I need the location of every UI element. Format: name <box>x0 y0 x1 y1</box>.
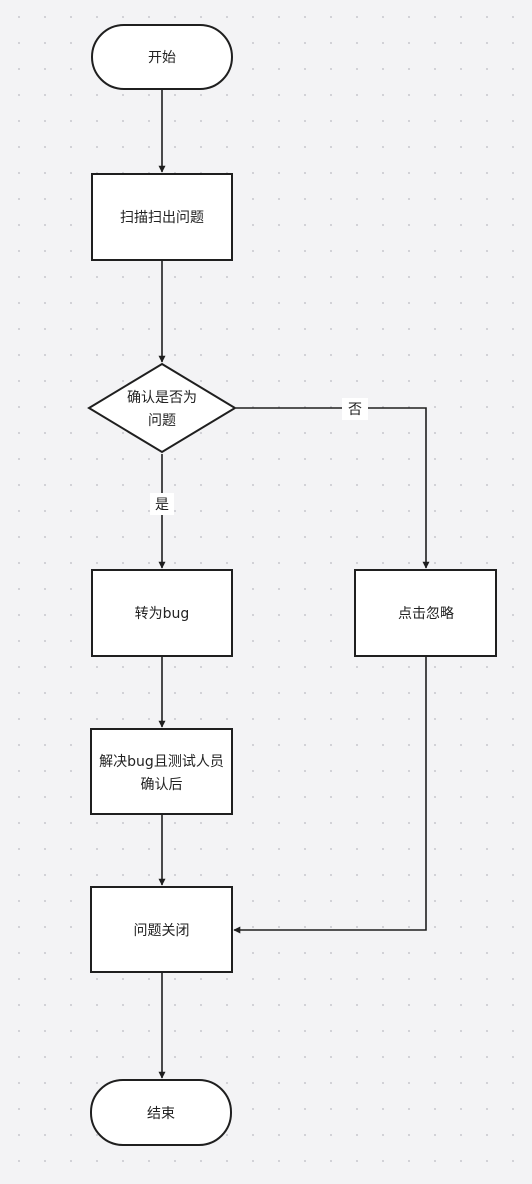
node-scan[interactable]: 扫描扫出问题 <box>91 173 233 261</box>
edge-label-no: 否 <box>342 398 368 420</box>
node-resolve-label-line-2: 确认后 <box>141 777 183 793</box>
node-close[interactable]: 问题关闭 <box>90 886 233 973</box>
edge-decision-to-ignore <box>236 407 430 569</box>
edges <box>158 90 430 1079</box>
node-scan-label: 扫描扫出问题 <box>120 210 204 226</box>
edge-label-no-text: 否 <box>348 402 362 418</box>
edge-label-yes-text: 是 <box>155 497 169 513</box>
node-decision-label-line-1: 确认是否为 <box>127 390 197 406</box>
node-ignore[interactable]: 点击忽略 <box>354 569 497 657</box>
node-decision[interactable]: 确认是否为 问题 <box>87 362 237 454</box>
node-resolve-label-line-1: 解决bug且测试人员 <box>99 754 224 770</box>
node-ignore-label: 点击忽略 <box>398 606 454 622</box>
edge-label-yes: 是 <box>150 493 174 515</box>
node-to-bug-label: 转为bug <box>135 606 190 622</box>
node-end-label: 结束 <box>147 1106 175 1122</box>
node-resolve[interactable]: 解决bug且测试人员 确认后 <box>90 728 233 815</box>
node-start-label: 开始 <box>148 50 176 66</box>
node-start[interactable]: 开始 <box>91 24 233 90</box>
edge-ignore-to-close <box>233 656 427 934</box>
node-close-label: 问题关闭 <box>134 923 190 939</box>
node-end[interactable]: 结束 <box>90 1079 232 1146</box>
node-decision-label-line-2: 问题 <box>148 413 176 429</box>
node-to-bug[interactable]: 转为bug <box>91 569 233 657</box>
